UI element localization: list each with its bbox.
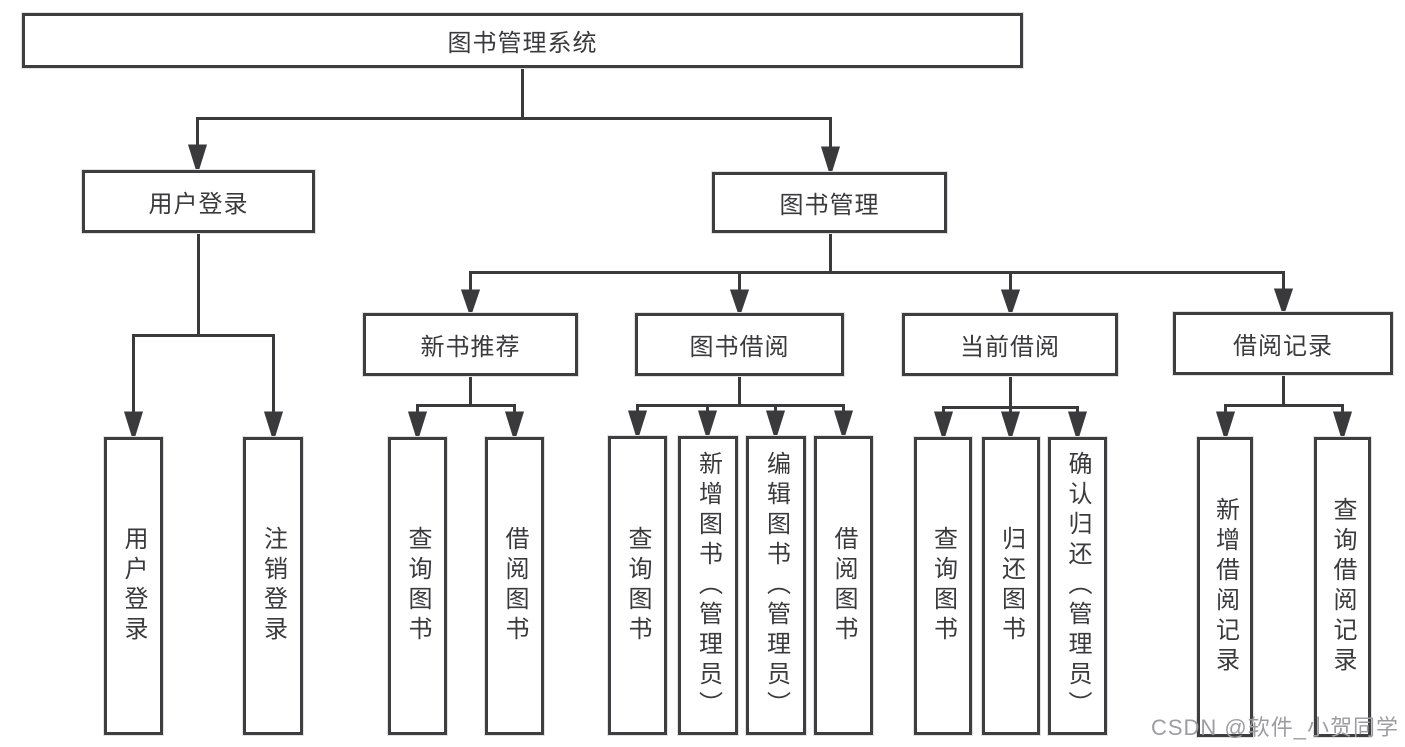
branch-user-login (123, 233, 284, 443)
leaf-logout: 注销登录 (243, 437, 303, 735)
node-new-book-recommendation: 新书推荐 (363, 313, 578, 376)
arrow-down-icon (1067, 411, 1088, 443)
csdn-watermark: CSDN @软件_小贺同学 (1150, 715, 1399, 740)
arrow-down-icon (504, 411, 525, 443)
arrow-down-icon (123, 411, 144, 443)
arrow-down-icon (729, 289, 750, 318)
branch-borrowing-records (1215, 375, 1353, 443)
arrow-down-icon (627, 410, 648, 442)
arrow-down-icon (765, 410, 786, 442)
branch-new-book (407, 376, 525, 443)
branch-root (187, 68, 841, 178)
arrow-down-icon (1000, 289, 1021, 318)
arrow-down-icon (1273, 288, 1294, 317)
arrow-down-icon (187, 144, 208, 176)
arrow-down-icon (933, 411, 954, 443)
node-book-management: 图书管理 (712, 172, 947, 233)
branch-book-borrowing (627, 376, 854, 442)
leaf-borrow-books-borrowing: 借阅图书 (814, 436, 873, 735)
arrow-down-icon (1332, 411, 1353, 443)
node-current-borrowing: 当前借阅 (902, 313, 1118, 376)
leaf-query-books-newbook: 查询图书 (388, 437, 447, 735)
node-book-borrowing: 图书借阅 (635, 313, 844, 376)
branch-current-borrowing (933, 376, 1088, 443)
leaf-query-borrowing-record: 查询借阅记录 (1314, 437, 1371, 737)
leaf-add-book-admin: 新增图书（管理员） (678, 436, 738, 735)
leaf-borrow-books-newbook: 借阅图书 (485, 437, 544, 735)
node-user-login: 用户登录 (82, 170, 315, 233)
leaf-user-login: 用户登录 (104, 437, 163, 735)
leaf-edit-book-admin: 编辑图书（管理员） (746, 436, 806, 735)
arrow-down-icon (697, 410, 718, 442)
leaf-query-books-borrowing: 查询图书 (608, 436, 667, 735)
leaf-query-books-current: 查询图书 (914, 437, 972, 735)
arrow-down-icon (460, 289, 481, 318)
leaf-return-books: 归还图书 (982, 437, 1040, 735)
branch-book-management (460, 233, 1294, 318)
node-borrowing-records: 借阅记录 (1173, 312, 1393, 375)
leaf-add-borrowing-record: 新增借阅记录 (1197, 437, 1253, 737)
arrow-down-icon (833, 410, 854, 442)
node-root-system: 图书管理系统 (22, 13, 1023, 68)
arrow-down-icon (1215, 411, 1236, 443)
arrow-down-icon (820, 146, 841, 178)
arrow-down-icon (1000, 411, 1021, 443)
arrow-down-icon (407, 411, 428, 443)
leaf-confirm-return-admin: 确认归还（管理员） (1048, 437, 1107, 735)
arrow-down-icon (263, 411, 284, 443)
